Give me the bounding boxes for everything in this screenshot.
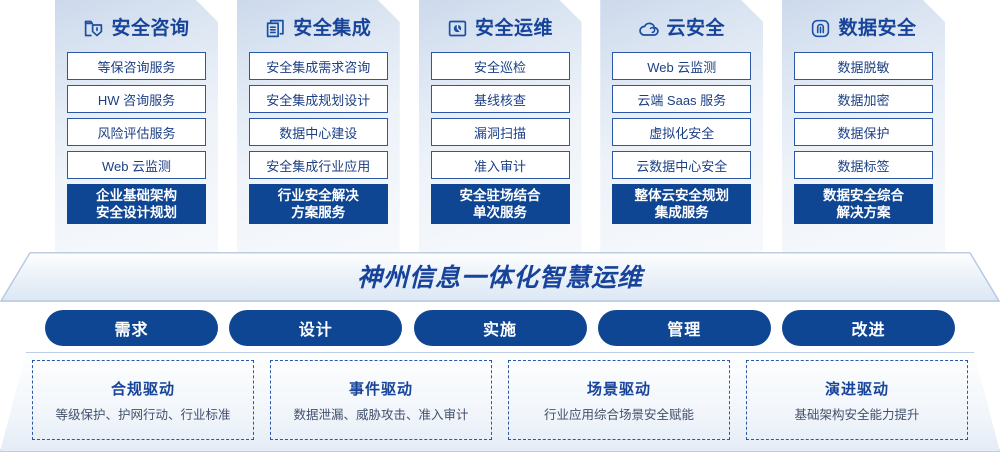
service-column-3: 安全运维安全巡检基线核查漏洞扫描准入审计安全驻场结合单次服务 xyxy=(419,0,582,252)
driver-box-2[interactable]: 事件驱动数据泄漏、威胁攻击、准入审计 xyxy=(270,360,492,440)
column-header: 云安全 xyxy=(612,0,751,52)
service-item[interactable]: 基线核查 xyxy=(431,85,570,113)
highlight-line: 数据安全综合 xyxy=(823,188,904,203)
banner-shape xyxy=(0,252,1000,302)
fingerprint-icon xyxy=(810,18,831,39)
driver-subtitle: 等级保护、护网行动、行业标准 xyxy=(55,407,231,422)
service-highlight-card[interactable]: 整体云安全规划集成服务 xyxy=(612,184,751,224)
lifecycle-pill-2[interactable]: 设计 xyxy=(229,310,403,346)
service-highlight-card[interactable]: 安全驻场结合单次服务 xyxy=(431,184,570,224)
service-item[interactable]: Web 云监测 xyxy=(67,151,206,179)
service-item[interactable]: 虚拟化安全 xyxy=(612,118,751,146)
driver-title: 事件驱动 xyxy=(348,380,413,398)
driver-title: 合规驱动 xyxy=(110,380,175,398)
service-item[interactable]: 数据中心建设 xyxy=(249,118,388,146)
banner-outline xyxy=(0,252,1000,302)
service-item[interactable]: Web 云监测 xyxy=(612,52,751,80)
lifecycle-pill-4[interactable]: 管理 xyxy=(597,310,771,346)
service-column-2: 安全集成安全集成需求咨询安全集成规划设计数据中心建设安全集成行业应用行业安全解决… xyxy=(237,0,400,252)
stacked-documents-icon xyxy=(265,18,286,39)
drivers-panel: 合规驱动等级保护、护网行动、行业标准事件驱动数据泄漏、威胁攻击、准入审计场景驱动… xyxy=(0,352,1000,452)
service-highlight-card[interactable]: 数据安全综合解决方案 xyxy=(794,184,933,224)
banner-title: 神州信息一体化智慧运维 xyxy=(356,264,643,292)
highlight-line: 安全设计规划 xyxy=(96,205,177,220)
service-column-1: 安全咨询等保咨询服务 HW 咨询服务风险评估服务 Web 云监测企业基础架构安全设计… xyxy=(55,0,218,252)
folder-shield-icon xyxy=(83,18,104,39)
lifecycle-pill-3[interactable]: 实施 xyxy=(413,310,587,346)
service-item[interactable]: 漏洞扫描 xyxy=(431,118,570,146)
service-item[interactable]: 数据脱敏 xyxy=(794,52,933,80)
service-item[interactable]: 安全集成规划设计 xyxy=(249,85,388,113)
service-item[interactable]: 云端 Saas 服务 xyxy=(612,85,751,113)
highlight-line: 行业安全解决 xyxy=(277,188,359,203)
column-title: 安全运维 xyxy=(474,17,553,39)
service-item[interactable]: 数据加密 xyxy=(794,85,933,113)
driver-title: 演进驱动 xyxy=(824,380,889,398)
column-header: 安全集成 xyxy=(249,0,388,52)
service-highlight-card[interactable]: 行业安全解决方案服务 xyxy=(249,184,388,224)
service-column-5: 数据安全数据脱敏数据加密数据保护数据标签数据安全综合解决方案 xyxy=(782,0,945,252)
highlight-line: 方案服务 xyxy=(291,205,346,220)
driver-subtitle: 基础架构安全能力提升 xyxy=(794,407,920,422)
platform-banner: 神州信息一体化智慧运维 xyxy=(0,252,1000,302)
service-item[interactable]: 安全巡检 xyxy=(431,52,570,80)
lifecycle-pill-5[interactable]: 改进 xyxy=(782,310,955,346)
column-header: 数据安全 xyxy=(794,0,933,52)
service-highlight-card[interactable]: 企业基础架构安全设计规划 xyxy=(67,184,206,224)
column-header: 安全运维 xyxy=(431,0,570,52)
service-item[interactable]: 等保咨询服务 xyxy=(67,52,206,80)
service-item[interactable]: 安全集成行业应用 xyxy=(249,151,388,179)
service-item[interactable]: HW 咨询服务 xyxy=(67,85,206,113)
driver-subtitle: 数据泄漏、威胁攻击、准入审计 xyxy=(293,407,469,422)
highlight-line: 集成服务 xyxy=(654,205,709,220)
highlight-line: 单次服务 xyxy=(473,205,527,220)
highlight-line: 企业基础架构 xyxy=(96,188,177,203)
column-title: 云安全 xyxy=(666,17,725,39)
service-item[interactable]: 数据标签 xyxy=(794,151,933,179)
lifecycle-pills: 需求设计实施管理改进 xyxy=(0,310,1000,350)
highlight-line: 安全驻场结合 xyxy=(459,188,541,203)
drivers-panel-shape xyxy=(0,352,1000,452)
service-item[interactable]: 数据保护 xyxy=(794,118,933,146)
column-title: 数据安全 xyxy=(838,17,917,39)
column-header: 安全咨询 xyxy=(67,0,206,52)
service-item[interactable]: 云数据中心安全 xyxy=(612,151,751,179)
driver-box-4[interactable]: 演进驱动基础架构安全能力提升 xyxy=(746,360,968,440)
service-column-4: 云安全 Web 云监测云端 Saas 服务虚拟化安全云数据中心安全整体云安全规划集… xyxy=(600,0,763,252)
column-title: 安全集成 xyxy=(293,17,372,39)
driver-box-3[interactable]: 场景驱动行业应用综合场景安全赋能 xyxy=(508,360,730,440)
column-title: 安全咨询 xyxy=(111,17,190,39)
lifecycle-pill-1[interactable]: 需求 xyxy=(45,310,218,346)
service-item[interactable]: 风险评估服务 xyxy=(67,118,206,146)
driver-box-1[interactable]: 合规驱动等级保护、护网行动、行业标准 xyxy=(32,360,254,440)
monitor-pie-icon xyxy=(447,18,468,39)
cloud-icon xyxy=(638,18,659,39)
highlight-line: 整体云安全规划 xyxy=(634,188,729,203)
highlight-line: 解决方案 xyxy=(836,205,891,220)
driver-title: 场景驱动 xyxy=(586,380,651,398)
driver-subtitle: 行业应用综合场景安全赋能 xyxy=(543,407,694,422)
drivers-list: 合规驱动等级保护、护网行动、行业标准事件驱动数据泄漏、威胁攻击、准入审计场景驱动… xyxy=(0,352,1000,452)
service-columns: 安全咨询等保咨询服务 HW 咨询服务风险评估服务 Web 云监测企业基础架构安全设计… xyxy=(0,0,1000,252)
service-item[interactable]: 安全集成需求咨询 xyxy=(249,52,388,80)
service-item[interactable]: 准入审计 xyxy=(431,151,570,179)
